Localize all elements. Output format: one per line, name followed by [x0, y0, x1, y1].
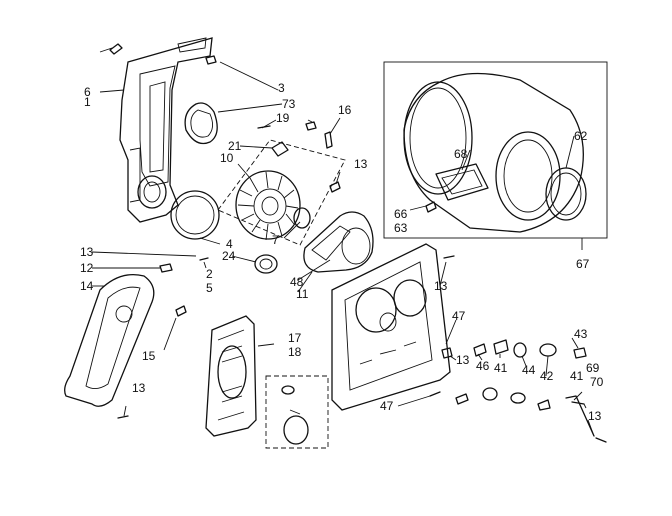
callout-4: 4 [226, 237, 233, 251]
timer-board-part [205, 315, 257, 437]
callout-62: 62 [574, 129, 588, 143]
callout-13c: 13 [132, 381, 146, 395]
callout-15: 15 [142, 349, 156, 363]
callout-67: 67 [576, 257, 590, 271]
ring-part [170, 190, 220, 240]
blower-assembly-box [217, 139, 346, 246]
side-panel-part [64, 273, 155, 407]
callout-labels: 6 1 3 73 16 19 21 10 13 7 4 24 2 5 13 12… [80, 81, 604, 423]
callout-3: 3 [278, 81, 285, 95]
callout-68: 68 [454, 147, 468, 161]
callout-13f: 13 [588, 409, 602, 423]
callout-16: 16 [338, 103, 352, 117]
drum-part [403, 72, 584, 233]
callout-47b: 47 [380, 399, 394, 413]
callout-2: 2 [206, 267, 213, 281]
seal-ring-part [184, 102, 218, 145]
leader-lines [91, 47, 595, 437]
callout-13a: 13 [354, 157, 368, 171]
rear-bulkhead-part [119, 37, 213, 223]
callout-10: 10 [220, 151, 234, 165]
screw-part [205, 55, 217, 65]
callout-43: 43 [574, 327, 588, 341]
callout-46: 46 [476, 359, 490, 373]
callout-6: 6 [84, 85, 91, 99]
clip-part [271, 141, 289, 157]
blower-wheel-part [235, 170, 301, 241]
drum-assembly-box [383, 61, 608, 239]
callout-48: 48 [290, 275, 304, 289]
callout-17: 17 [288, 331, 302, 345]
callout-18: 18 [288, 345, 302, 359]
clip-part [117, 257, 209, 419]
callout-24: 24 [222, 249, 236, 263]
pulley-part [254, 254, 278, 274]
callout-12: 12 [80, 261, 94, 275]
callout-1: 1 [84, 95, 91, 109]
screw-part [425, 201, 437, 213]
callout-13b: 13 [80, 245, 94, 259]
rollers-and-shafts-parts [429, 339, 607, 443]
screw-part [329, 181, 341, 193]
callout-11: 11 [296, 287, 309, 301]
screw-part [443, 255, 455, 259]
callout-66: 66 [394, 207, 408, 221]
callout-13e: 13 [456, 353, 470, 367]
callout-42: 42 [540, 369, 554, 383]
callout-44: 44 [522, 363, 536, 377]
callout-47a: 47 [452, 309, 466, 323]
callout-14: 14 [80, 279, 94, 293]
screw-part [109, 43, 123, 55]
screw-part [441, 347, 453, 359]
fastener-part [257, 121, 333, 149]
callout-41b: 41 [570, 369, 584, 383]
callout-41a: 41 [494, 361, 508, 375]
callout-19: 19 [276, 111, 290, 125]
callout-70: 70 [590, 375, 604, 389]
blower-housing-part [303, 211, 374, 273]
callout-21: 21 [228, 139, 242, 153]
callout-13d: 13 [434, 279, 448, 293]
callout-63: 63 [394, 221, 408, 235]
belt-kit-box [265, 375, 329, 449]
callout-5: 5 [206, 281, 213, 295]
callout-7: 7 [272, 233, 279, 247]
hub-part [293, 207, 311, 229]
callout-69: 69 [586, 361, 600, 375]
front-bulkhead-part [331, 243, 451, 411]
callout-73: 73 [282, 97, 296, 111]
